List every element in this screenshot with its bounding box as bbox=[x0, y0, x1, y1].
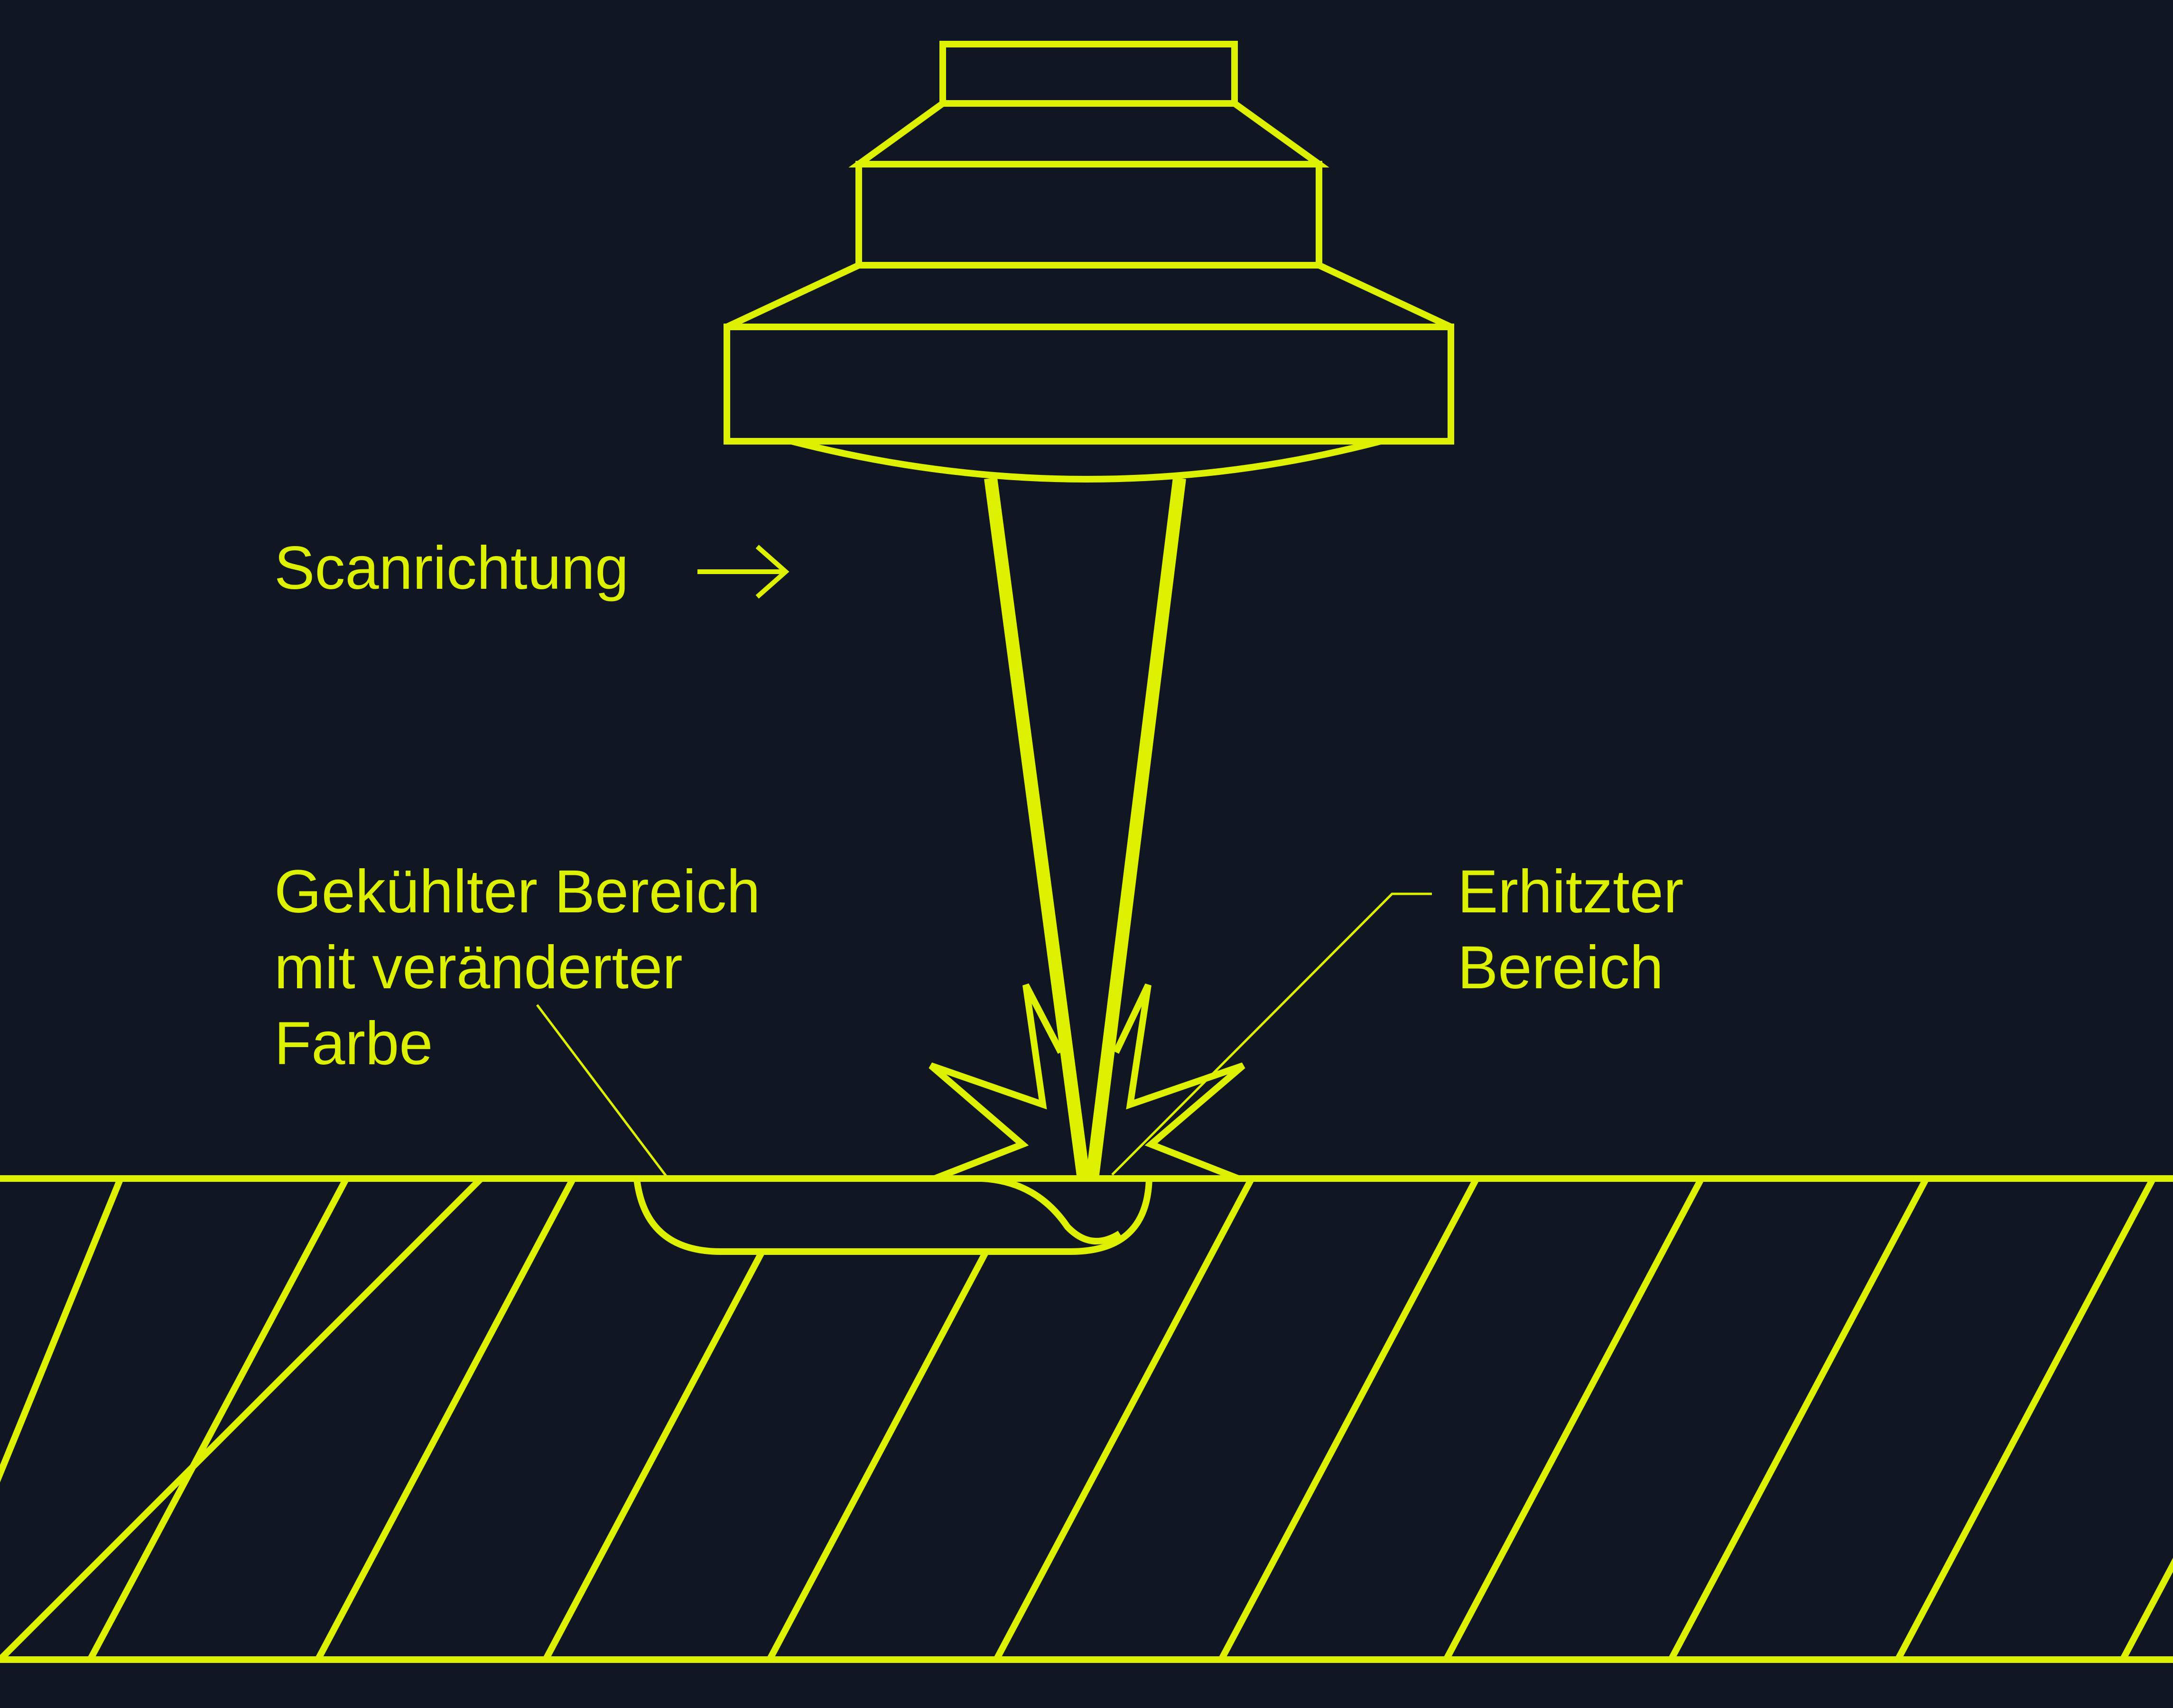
marked-area bbox=[633, 1175, 1153, 1255]
heated-area-leader bbox=[1111, 892, 1432, 1176]
scan-direction-text: Scanrichtung bbox=[274, 534, 629, 602]
laser-head-upper-taper bbox=[848, 100, 1329, 167]
laser-head bbox=[724, 41, 1454, 483]
laser-head-top-cap bbox=[939, 41, 1238, 107]
cooled-area-leader bbox=[536, 1004, 669, 1179]
laser-beam bbox=[984, 477, 1186, 1179]
scan-direction-label: Scanrichtung bbox=[274, 530, 629, 606]
laser-head-base-block bbox=[724, 324, 1454, 445]
marked-area-outline bbox=[633, 1175, 1153, 1255]
laser-lens bbox=[790, 438, 1382, 483]
cooled-area-label: Gekühlter Bereich mit veränderter Farbe bbox=[274, 854, 761, 1082]
laser-head-middle-block bbox=[855, 161, 1322, 269]
cooled-area-label-line: Farbe bbox=[274, 1010, 433, 1077]
heated-area-label-line: Erhitzter bbox=[1458, 858, 1684, 926]
laser-beam-right-edge bbox=[1086, 477, 1186, 1179]
heated-zone-boundary bbox=[637, 1175, 1122, 1245]
spark-right-flare bbox=[1113, 983, 1245, 1182]
leader-lines bbox=[536, 892, 1432, 1179]
impact-spark bbox=[929, 983, 1245, 1182]
material-hatching bbox=[0, 1179, 2173, 1660]
cooled-area-label-line: Gekühlter Bereich bbox=[274, 858, 761, 926]
material-block bbox=[0, 1175, 2173, 1663]
laser-beam-left-edge bbox=[984, 477, 1090, 1179]
spark-left-flare bbox=[929, 983, 1064, 1182]
heated-area-label-line: Bereich bbox=[1458, 934, 1663, 1002]
laser-head-lower-taper bbox=[725, 262, 1452, 330]
cooled-area-label-line: mit veränderter bbox=[274, 934, 683, 1002]
heated-area-label: Erhitzter Bereich bbox=[1458, 854, 1684, 1006]
arrow-right-icon bbox=[697, 545, 789, 599]
